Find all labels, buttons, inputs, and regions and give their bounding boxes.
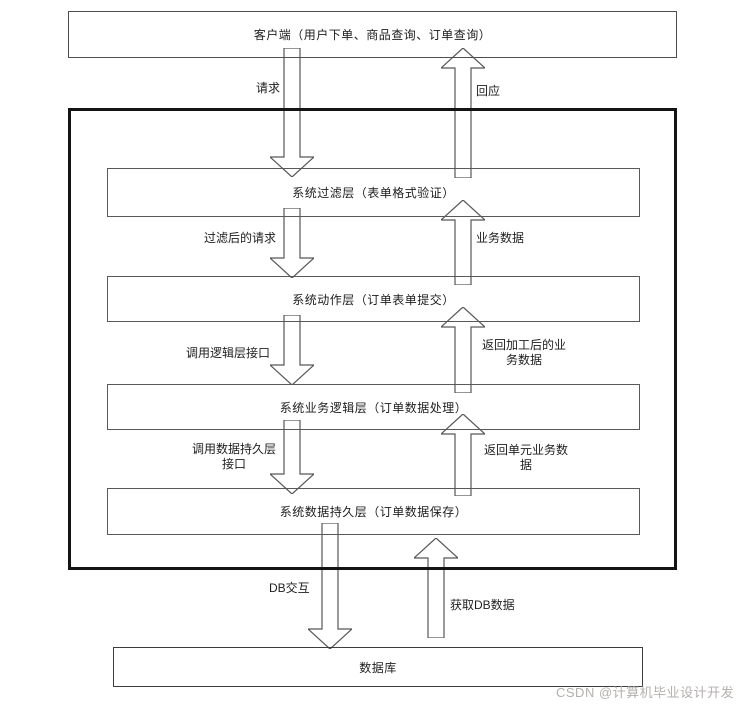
data-persistence-layer-box: 系统数据持久层（订单数据保存） [107,488,640,535]
return-processed-data-flow-label: 返回加工后的业务数据 [481,338,566,367]
return-unit-data-flow-label: 返回单元业务数据 [483,443,568,472]
business-data-up-arrow [441,200,485,285]
request-down-arrow [270,48,314,177]
client-box: 客户端（用户下单、商品查询、订单查询） [68,11,677,58]
response-flow-label: 回应 [476,84,501,98]
fetch-db-data-flow-label: 获取DB数据 [450,598,515,612]
db-interaction-flow-label: DB交互 [269,581,310,595]
client-box-label: 客户端（用户下单、商品查询、订单查询） [253,28,492,42]
response-up-arrow [441,48,485,178]
database-box-label: 数据库 [359,660,397,675]
system-boundary-box [68,108,677,570]
call-logic-api-down-arrow [270,315,314,385]
call-logic-api-flow-label: 调用逻辑层接口 [186,346,271,360]
business-logic-layer-label: 系统业务逻辑层（订单数据处理） [279,400,468,415]
filter-layer-box: 系统过滤层（表单格式验证） [107,168,640,217]
business-data-flow-label: 业务数据 [476,231,525,245]
database-box: 数据库 [113,647,643,687]
action-layer-box: 系统动作层（订单表单提交） [107,276,640,322]
filtered-request-flow-label: 过滤后的请求 [204,231,277,245]
fetch-db-data-up-arrow [414,538,458,638]
csdn-watermark: CSDN @计算机毕业设计开发 [556,685,735,700]
request-flow-label: 请求 [256,81,281,95]
return-processed-data-up-arrow [441,307,485,393]
db-interaction-down-arrow [308,523,352,649]
data-persistence-layer-label: 系统数据持久层（订单数据保存） [279,505,468,519]
return-unit-data-up-arrow [441,414,485,496]
action-layer-label: 系统动作层（订单表单提交） [292,292,455,307]
business-logic-layer-box: 系统业务逻辑层（订单数据处理） [107,384,640,430]
filter-layer-label: 系统过滤层（表单格式验证） [292,186,455,200]
call-persistence-api-flow-label: 调用数据持久层接口 [191,442,276,471]
